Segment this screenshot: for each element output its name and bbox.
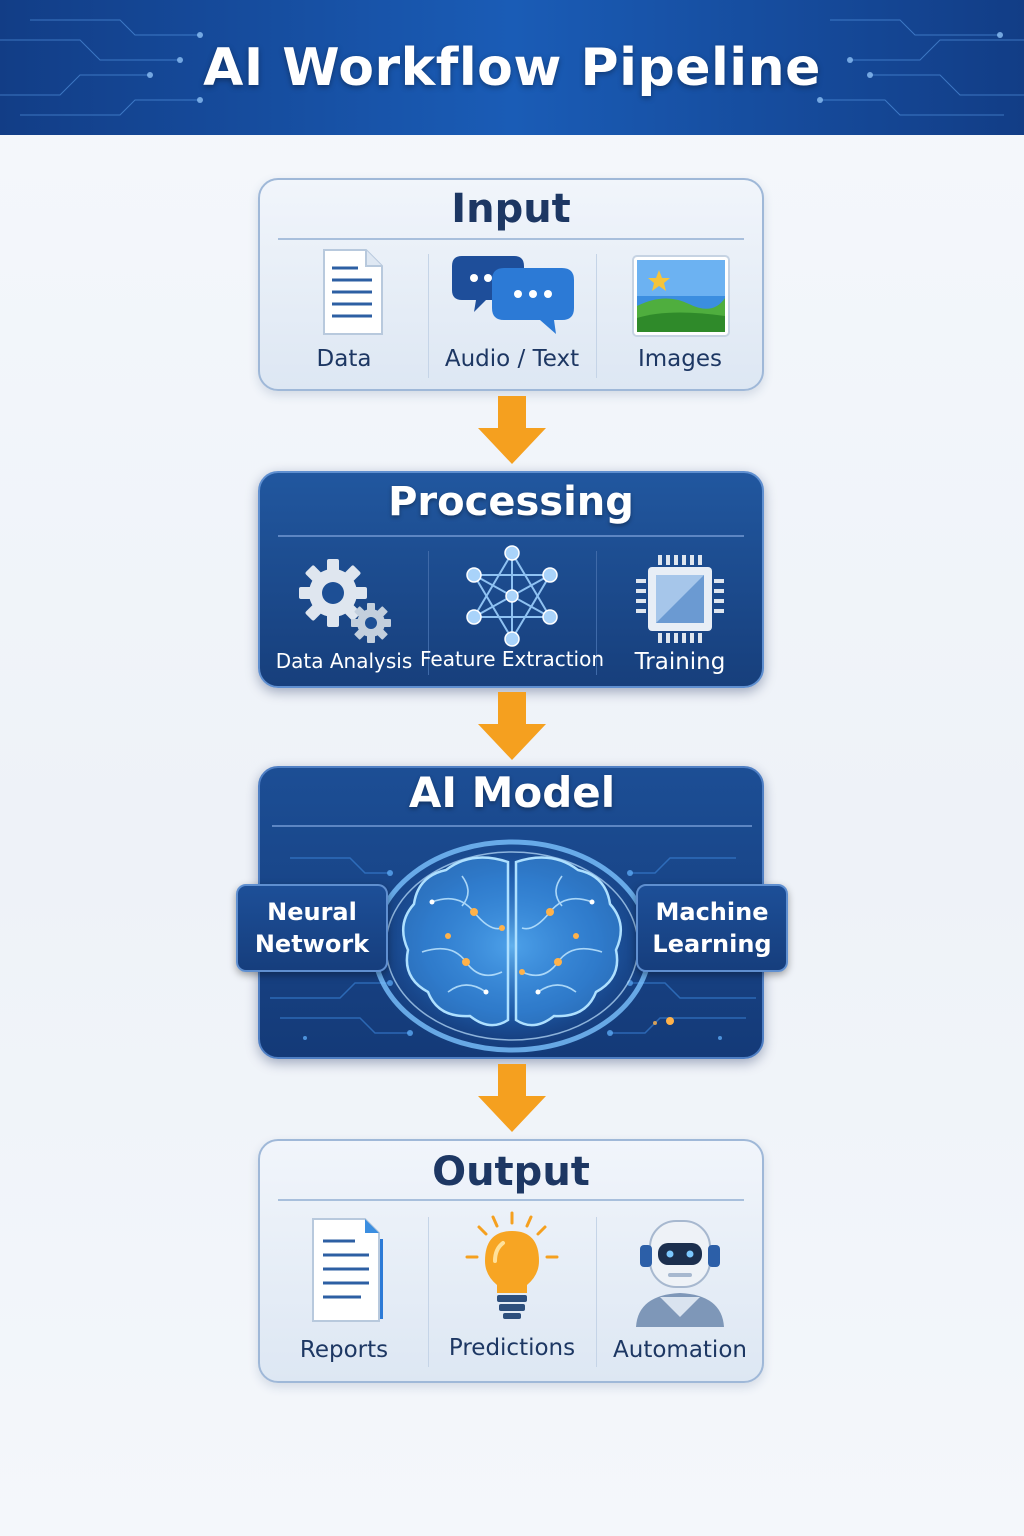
column-separator [596,254,597,378]
gears-icon [299,559,391,643]
report-icon [312,1218,383,1322]
processing-item-feature-extraction: Feature Extraction [420,545,604,671]
header-banner: AI Workflow Pipeline [0,0,1024,135]
circuit-pattern-icon [0,19,1024,116]
processing-card: Processing [258,471,764,688]
document-icon [323,249,383,335]
machine-learning-label-line1: Machine [655,898,769,926]
output-card: Output Reports [258,1139,764,1383]
processing-item-label: Data Analysis [275,649,413,673]
input-item-audio-text: Audio / Text [428,246,596,372]
column-separator [596,1217,597,1367]
input-item-label: Data [316,346,372,372]
processing-divider [278,535,744,537]
processing-item-label: Feature Extraction [419,647,605,671]
input-item-label: Images [637,346,722,372]
chip-icon [636,555,724,643]
network-graph-icon [466,545,558,647]
column-separator [428,551,429,675]
input-item-images: Images [596,246,764,372]
output-item-reports: Reports [260,1213,428,1363]
neural-network-tab: Neural Network [236,884,388,972]
output-item-label: Predictions [448,1335,576,1361]
output-item-automation: Automation [596,1213,764,1363]
neural-network-label-line2: Network [254,930,370,958]
image-icon [632,255,730,337]
column-separator [596,551,597,675]
lightbulb-icon [465,1211,559,1319]
output-divider [278,1199,744,1201]
output-item-label: Reports [299,1337,389,1363]
brain-icon [366,834,658,1058]
output-item-label: Automation [613,1337,747,1363]
input-card: Input Data Audio / Text [258,178,764,391]
down-arrow-icon [478,1064,546,1132]
processing-title: Processing [388,479,634,525]
robot-icon [636,1220,724,1327]
output-title: Output [432,1149,590,1195]
processing-item-data-analysis: Data Analysis [260,547,428,673]
machine-learning-tab: Machine Learning [636,884,788,972]
input-item-data: Data [260,246,428,372]
neural-network-label-line1: Neural [267,898,357,926]
ai-model-title: AI Model [408,768,616,817]
processing-item-label: Training [634,649,726,675]
column-separator [428,1217,429,1367]
output-item-predictions: Predictions [428,1209,596,1361]
down-arrow-icon [478,692,546,760]
machine-learning-label-line2: Learning [652,930,772,958]
column-separator [428,254,429,378]
down-arrow-icon [478,396,546,464]
chat-bubbles-icon [452,256,574,334]
input-item-label: Audio / Text [444,346,580,372]
input-title: Input [451,186,571,232]
processing-item-training: Training [596,551,764,675]
ai-model-divider [272,825,752,827]
page-title: AI Workflow Pipeline [203,37,821,98]
input-divider [278,238,744,240]
